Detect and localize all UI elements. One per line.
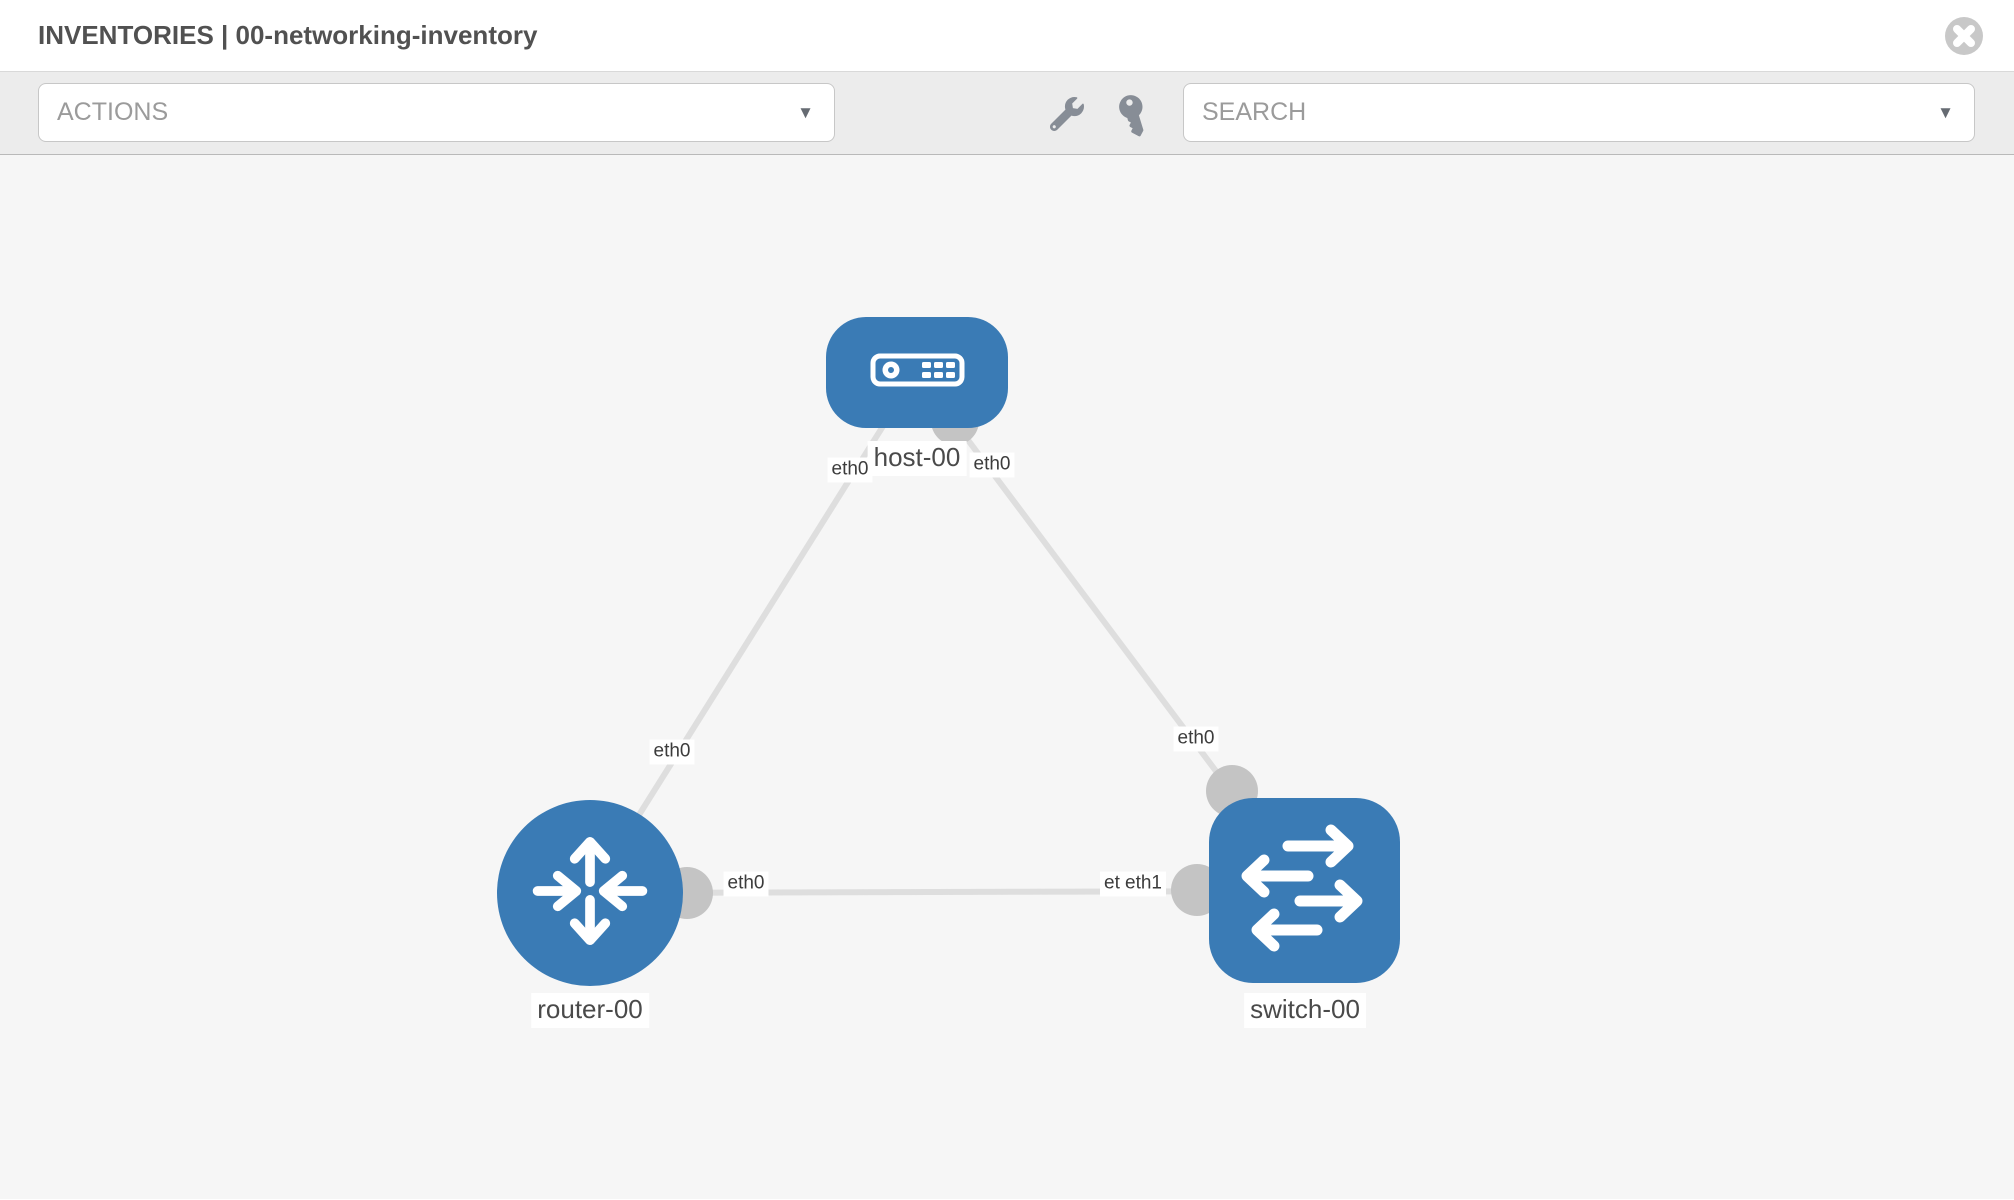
iface-label-host00-eth0: eth0 [969,452,1015,478]
server-icon [870,353,965,392]
close-button[interactable] [1944,16,1984,56]
topology-canvas[interactable]: host-00 router-00 switch-00 eth0 eth0 et… [0,155,2014,1199]
chevron-down-icon: ▼ [1937,102,1954,122]
actions-dropdown[interactable]: ACTIONS ▼ [38,83,835,142]
search-dropdown[interactable]: SEARCH ▼ [1183,83,1975,142]
tools-button[interactable] [1049,97,1084,134]
chevron-down-icon: ▼ [797,102,814,122]
toolbar: ACTIONS ▼ SEARCH ▼ [0,72,2014,155]
node-router-00[interactable] [497,800,683,986]
wrench-icon [1049,97,1084,134]
iface-label-switch00-eth1: eth1 [1121,871,1166,897]
iface-label-router00-eth0: eth0 [649,739,695,765]
node-label-host-00: host-00 [867,441,967,476]
iface-label-host00-eth0: eth0 [827,457,873,483]
node-switch-00[interactable] [1209,798,1400,983]
node-host-00[interactable] [826,317,1008,428]
topology-links-layer [587,370,1308,919]
node-label-switch-00: switch-00 [1244,993,1366,1028]
router-arrows-icon [515,816,665,971]
search-placeholder: SEARCH [1202,98,1307,126]
page-title: INVENTORIES | 00-networking-inventory [38,20,538,50]
actions-dropdown-label: ACTIONS [57,98,169,126]
iface-label-router00-eth0: eth0 [723,871,769,897]
node-label-router-00: router-00 [531,993,649,1028]
close-icon [1944,17,1984,59]
switch-arrows-icon [1209,796,1400,986]
panel-header: INVENTORIES | 00-networking-inventory [0,0,2014,72]
iface-label-switch00-eth0: eth0 [1173,726,1219,752]
key-icon [1116,95,1150,137]
credentials-button[interactable] [1116,95,1150,137]
